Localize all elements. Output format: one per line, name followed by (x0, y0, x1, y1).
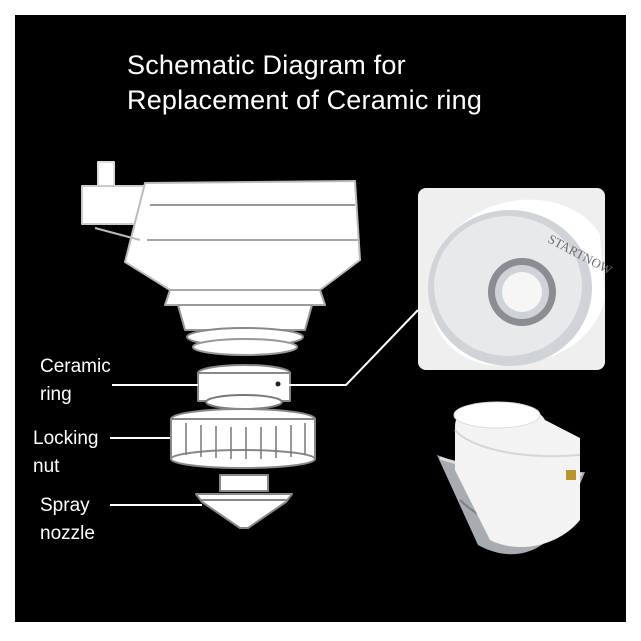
title-line-1: Schematic Diagram for (127, 50, 406, 80)
collar-part (177, 304, 313, 356)
photo-pointer-line (285, 309, 419, 386)
ceramic-ring-part (197, 364, 291, 410)
ceramic-ring-label: Ceramic ring (40, 356, 111, 405)
spray-nozzle-label: Spray nozzle (40, 495, 95, 544)
ceramic-ring-photo: STARTNOW (418, 188, 615, 370)
nozzle-assembly-photo (437, 401, 585, 555)
locking-nut-label: Locking nut (33, 428, 99, 477)
spray-nozzle-part (195, 474, 293, 529)
housing-part (94, 180, 361, 306)
title-line-2: Replacement of Ceramic ring (127, 85, 483, 115)
diagram-title: Schematic Diagram for Replacement of Cer… (127, 48, 482, 118)
locking-nut-part (170, 408, 316, 469)
